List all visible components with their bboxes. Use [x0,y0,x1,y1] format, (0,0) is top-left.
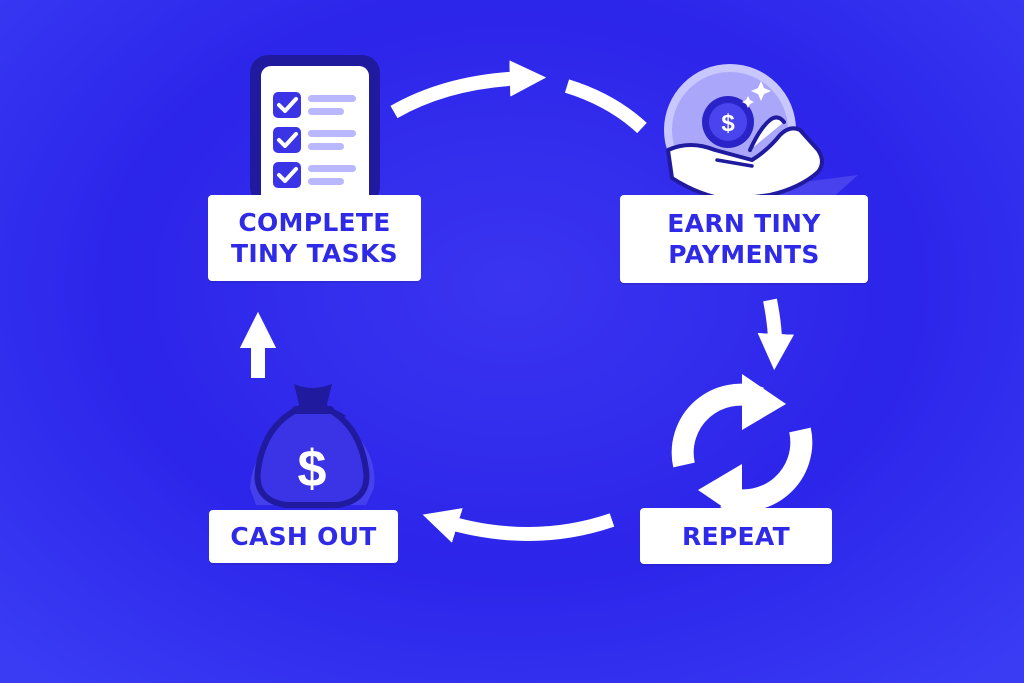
label-cash-out: CASH OUT [209,510,398,563]
bag-dollar-symbol: $ [298,440,327,498]
label-complete-tiny-tasks: COMPLETE TINY TASKS [208,195,421,281]
arrow-tasks-to-earn [390,60,547,119]
checkbox-row-2 [273,127,356,153]
arrow-earn-top [564,79,647,134]
refresh-cycle-icon [671,374,813,520]
label-earn-line1: EARN TINY [667,209,821,238]
money-bag-icon: $ [250,384,375,508]
checkbox-row-1 [273,92,356,118]
label-repeat-text: REPEAT [682,521,790,551]
label-cash-out-text: CASH OUT [230,522,377,551]
hand-holding-coin-icon: $ [664,64,858,205]
checkbox-row-3 [273,162,356,188]
arrow-repeat-to-cashout [422,508,615,543]
label-earn-tiny-payments: EARN TINY PAYMENTS [620,195,868,283]
label-earn-line2: PAYMENTS [668,240,820,269]
smartphone-checklist-icon [250,55,380,205]
cycle-arrows [239,60,795,543]
arrow-earn-to-repeat [757,298,795,371]
label-complete-line1: COMPLETE [238,208,391,237]
coin-dollar-symbol: $ [721,110,735,137]
label-complete-line2: TINY TASKS [231,239,398,268]
label-repeat: REPEAT [640,508,832,564]
